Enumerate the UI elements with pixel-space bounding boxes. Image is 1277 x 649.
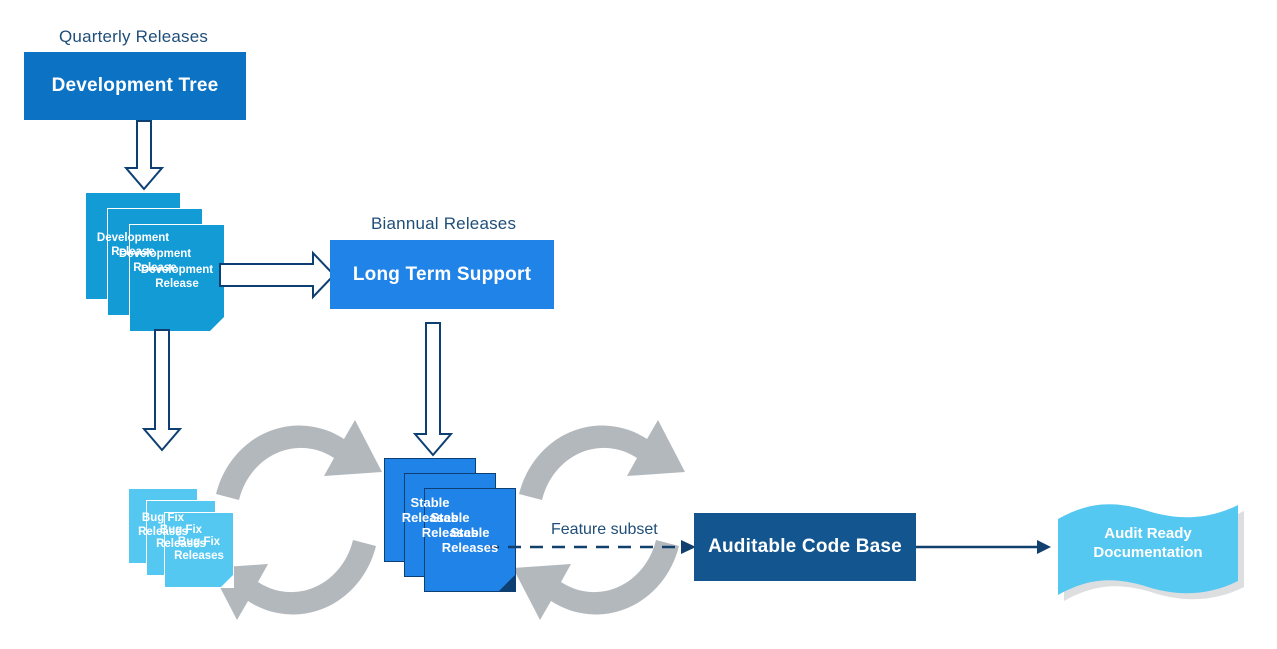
card-label: Bug Fix Releases (174, 536, 224, 562)
connector-auditable-to-audit-ready-documentation (916, 535, 1052, 559)
card-label: Stable Releases (421, 509, 479, 540)
cycle-arrows-stable-release (495, 410, 703, 630)
card-label: Stable Releases (401, 494, 459, 525)
page-fold-icon (221, 575, 233, 587)
box-development-tree[interactable]: Development Tree (24, 52, 246, 120)
banner-audit-ready-documentation[interactable]: Audit Ready Documentation (1050, 495, 1246, 601)
card-stable-release-front: Stable Releases (424, 488, 516, 592)
card-label: Bug Fix Releases (138, 512, 188, 538)
card-label: Stable Releases (441, 524, 499, 555)
page-fold-icon (210, 317, 224, 331)
card-bug-fix-release-front: Bug Fix Releases (164, 512, 234, 588)
stack-stable-release[interactable]: Stable Releases Stable Releases Stable R… (384, 458, 524, 598)
block-arrow-down-to-bug-fix-release (141, 329, 183, 452)
box-long-term-support[interactable]: Long Term Support (330, 240, 554, 309)
box-auditable-code-base[interactable]: Auditable Code Base (694, 513, 916, 581)
block-arrow-down-to-stable-release (412, 322, 454, 457)
stack-bug-fix-release[interactable]: Bug Fix Releases Bug Fix Releases Bug Fi… (128, 488, 258, 588)
card-label: Development Release (118, 248, 192, 274)
block-arrow-right-to-long-term-support (219, 250, 336, 300)
edge-label-feature-subset: Feature subset (551, 521, 658, 538)
block-arrow-down-to-development-release (123, 120, 165, 191)
page-fold-icon (499, 575, 515, 591)
card-development-release-front: Development Release (129, 224, 225, 332)
stack-development-release[interactable]: Development Release Development Release … (85, 192, 230, 332)
cycle-arrows-bug-fix (192, 410, 400, 630)
caption-biannual-releases: Biannual Releases (371, 214, 517, 233)
card-label: Development Release (140, 264, 214, 290)
card-label: Development Release (96, 232, 170, 258)
connector-stable-to-auditable-code-base (486, 535, 698, 559)
card-label: Bug Fix Releases (156, 524, 206, 550)
caption-quarterly-releases: Quarterly Releases (59, 27, 209, 46)
